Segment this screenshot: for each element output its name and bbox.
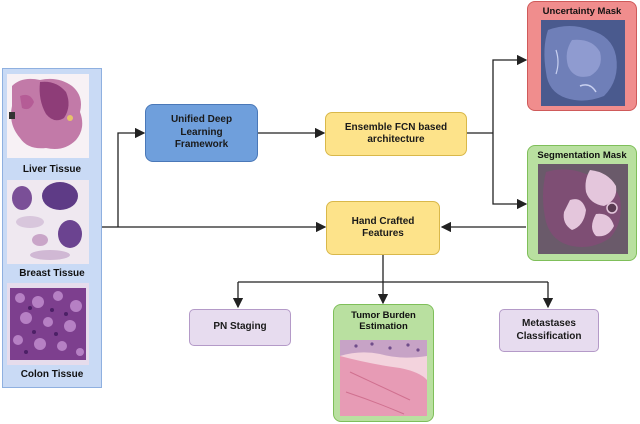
- colon-tissue-label: Colon Tissue: [20, 369, 84, 380]
- ensemble-fcn-box: Ensemble FCN based architecture: [325, 112, 467, 156]
- metastases-classification-box: Metastases Classification: [499, 309, 599, 352]
- hand-crafted-label: Hand Crafted Features: [351, 215, 415, 240]
- liver-tissue-label: Liver Tissue: [22, 164, 82, 175]
- uncertainty-mask-title: Uncertainty Mask: [542, 6, 622, 17]
- metastases-classification-label: Metastases Classification: [516, 318, 582, 342]
- hand-crafted-box: Hand Crafted Features: [326, 201, 440, 255]
- unified-framework-label: Unified Deep Learning Framework: [170, 114, 233, 151]
- segmentation-mask-title: Segmentation Mask: [537, 150, 627, 161]
- ensemble-fcn-label: Ensemble FCN based architecture: [344, 121, 448, 146]
- unified-framework-box: Unified Deep Learning Framework: [145, 104, 258, 162]
- breast-tissue-label: Breast Tissue: [19, 268, 85, 279]
- pn-staging-box: PN Staging: [189, 309, 291, 346]
- pn-staging-label: PN Staging: [213, 321, 267, 333]
- tumor-burden-title: Tumor Burden Estimation: [351, 310, 416, 333]
